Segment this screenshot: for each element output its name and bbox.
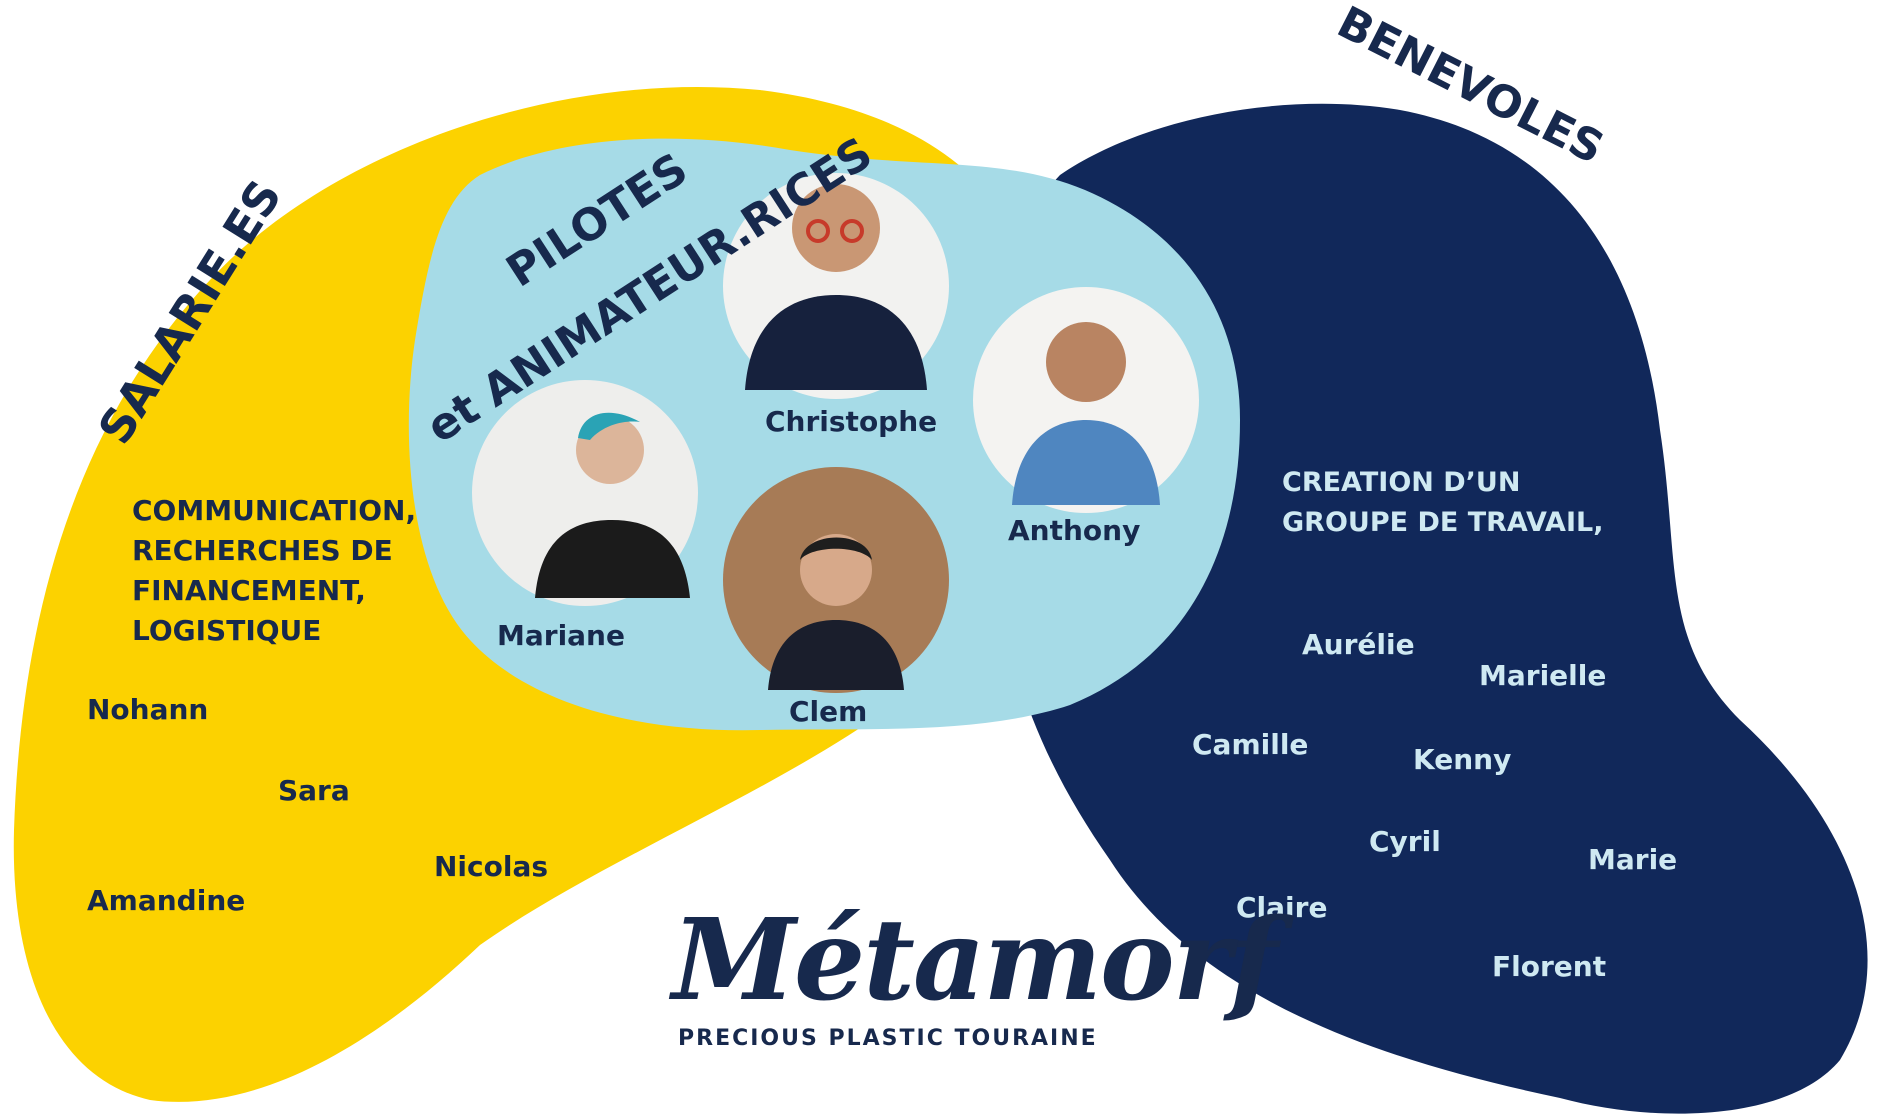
member-florent: Florent: [1492, 950, 1607, 983]
member-nicolas: Nicolas: [434, 850, 549, 883]
member-kenny: Kenny: [1413, 743, 1512, 776]
member-nohann: Nohann: [87, 693, 209, 726]
photo-anthony: [973, 287, 1199, 513]
member-camille: Camille: [1192, 728, 1309, 761]
benevoles-role: CREATION D’UN GROUPE DE TRAVAIL,: [1282, 467, 1604, 538]
logo-tagline: PRECIOUS PLASTIC TOURAINE: [678, 1026, 1098, 1051]
photo-christophe: [723, 173, 949, 399]
photo-mariane: [472, 380, 698, 606]
member-mariane: Mariane: [497, 619, 625, 652]
member-cyril: Cyril: [1369, 825, 1441, 858]
member-anthony: Anthony: [1008, 514, 1141, 547]
member-claire: Claire: [1236, 891, 1328, 924]
member-sara: Sara: [278, 774, 350, 807]
member-marie: Marie: [1588, 843, 1678, 876]
member-marielle: Marielle: [1479, 659, 1607, 692]
logo-wordmark: Métamorf: [672, 895, 1278, 1026]
member-christophe: Christophe: [765, 405, 938, 438]
member-clem: Clem: [789, 695, 868, 728]
member-amandine: Amandine: [87, 884, 246, 917]
photo-clem: [723, 467, 949, 693]
salaries-role: COMMUNICATION, RECHERCHES DE FINANCEMENT…: [132, 494, 417, 647]
member-aurelie: Aurélie: [1302, 628, 1415, 661]
